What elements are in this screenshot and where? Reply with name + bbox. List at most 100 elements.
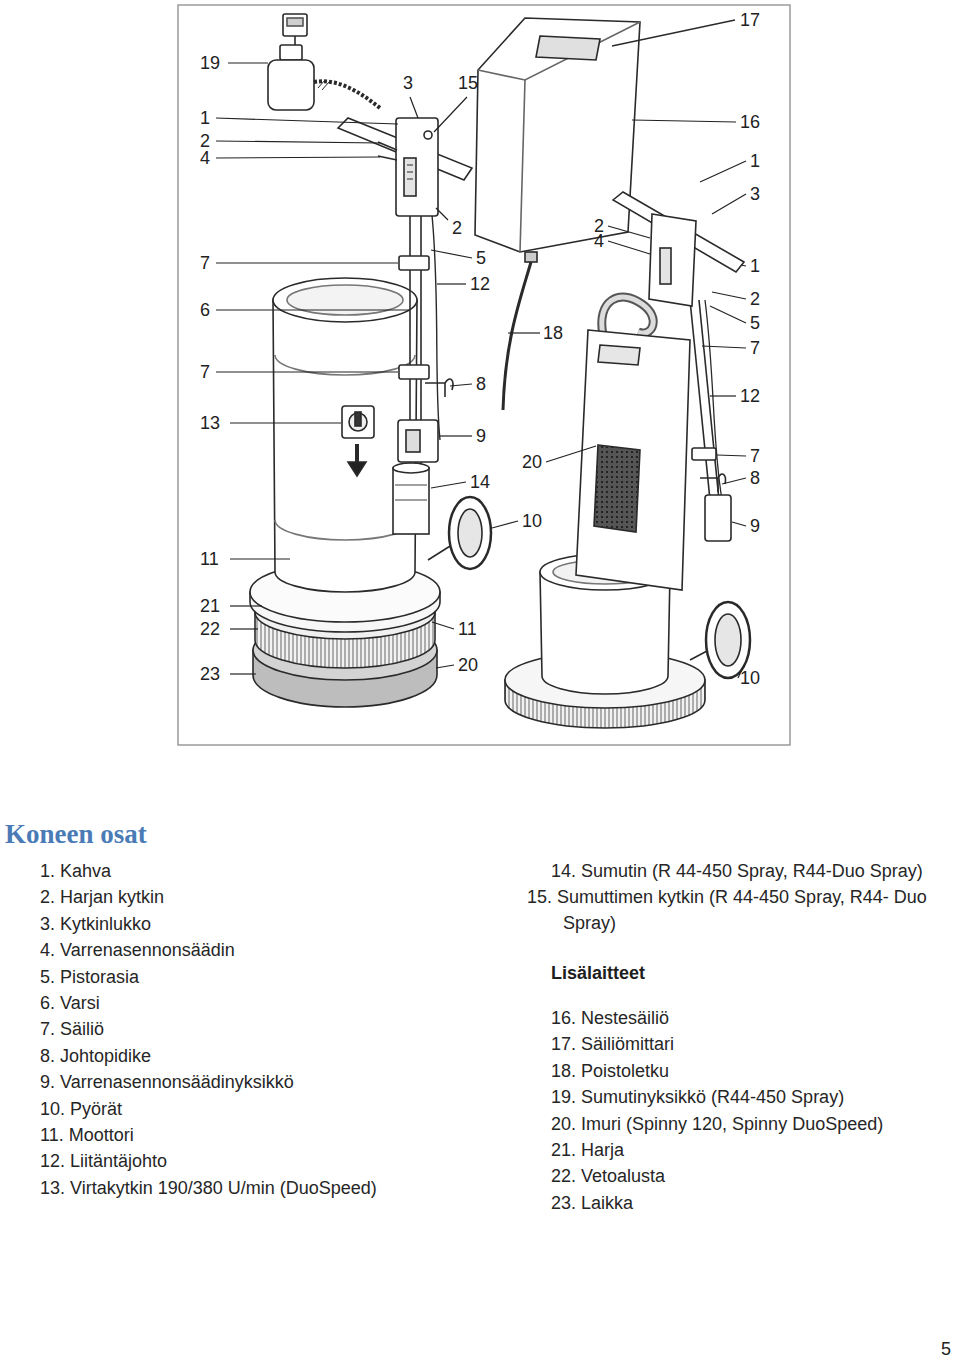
parts-list-item: 16. Nestesäiliö [551,1005,669,1031]
parts-list-item: 20. Imuri (Spinny 120, Spinny DuoSpeed) [551,1111,883,1137]
parts-list-item: 13. Virtakytkin 190/380 U/min (DuoSpeed) [40,1175,377,1201]
drawing-part [399,256,429,270]
callout-number: 1 [750,151,760,171]
drawing-part [722,478,746,484]
parts-list-item: 9. Varrenasennonsäädinyksikkö [40,1069,294,1095]
callout-number: 11 [200,549,219,569]
drawing-part [706,602,750,678]
drawing-part [608,226,650,238]
drawing-part [216,262,398,263]
drawing-part [602,297,654,335]
drawing-part [230,628,258,629]
drawing-part [700,161,746,182]
callout-number: 4 [594,231,604,251]
drawing-part [355,444,359,462]
drawing-part [717,455,746,456]
callout-number: 15 [458,73,478,93]
drawing-part [230,558,290,559]
drawing-part [692,448,716,460]
drawing-part [732,522,746,526]
drawing-part [608,241,650,254]
drawing-part [602,297,654,335]
drawing-part [710,306,746,323]
drawing-part [396,118,438,216]
drawing-part [702,346,746,348]
callout-number: 12 [470,274,490,294]
drawing-part [458,509,482,557]
section-title: Koneen osat [5,818,147,850]
drawing-part [342,406,374,438]
drawing-part [546,446,596,462]
drawing-part [216,157,380,158]
drawing-part [407,165,413,166]
drawing-part [378,142,397,160]
page-number: 5 [941,1338,951,1360]
callout-number: 9 [750,516,760,536]
callout-number: 9 [476,426,486,446]
drawing-part [395,484,427,486]
parts-list-item: 14. Sumutin (R 44-450 Spray, R44-Duo Spr… [551,858,923,884]
callout-number: 3 [750,184,760,204]
parts-list-item: 11. Moottori [40,1122,134,1148]
drawing-part [536,36,600,60]
drawing-part [404,158,416,196]
drawing-part [598,345,640,365]
parts-list-item: 3. Kytkinlukko [40,911,151,937]
drawing-part [230,673,256,674]
drawing-part [436,208,448,220]
parts-list-item: 7. Säiliö [40,1016,104,1042]
callout-number: 20 [458,655,478,675]
drawing-part [632,120,736,122]
drawing-part [393,468,429,534]
drawing-part [612,20,735,46]
callout-number: 14 [470,472,490,492]
callout-number: 4 [200,148,210,168]
callout-number: 23 [200,664,220,684]
callout-number: 12 [740,386,760,406]
drawing-part [407,179,413,180]
drawing-part [268,60,314,110]
parts-list-item: 22. Vetoalusta [551,1163,665,1189]
callout-number: 18 [543,323,563,343]
drawing-part [649,214,696,306]
parts-list-item: 15. Sumuttimen kytkin (R 44-450 Spray, R… [527,884,955,936]
drawing-part [436,665,454,668]
parts-list-item: 2. Harjan kytkin [40,884,164,910]
drawing-part [395,499,427,501]
drawing-part [440,435,472,436]
callout-number: 8 [476,374,486,394]
drawing-part [322,82,329,90]
callout-number: 7 [750,446,760,466]
drawing-part [594,445,640,532]
parts-list-item: 23. Laikka [551,1190,633,1216]
drawing-part [216,141,380,143]
drawing-part [741,265,746,266]
parts-list-item: 10. Pyörät [40,1096,122,1122]
drawing-part [660,248,671,284]
parts-list-item: 17. Säiliömittari [551,1031,674,1057]
drawing-part [314,81,380,108]
parts-list-item: 4. Varrenasennonsäädin [40,937,235,963]
drawing-part [398,420,438,462]
drawing-part [230,422,341,423]
drawing-part [273,278,417,322]
callout-number: 6 [200,300,210,320]
drawing-part [287,18,303,26]
parts-list-item: 8. Johtopidike [40,1043,151,1069]
callout-number: 20 [522,452,542,472]
callout-number: 7 [200,362,210,382]
callout-number: 10 [740,668,760,688]
right-machine [475,18,750,728]
drawing-part [503,262,531,410]
callout-number: 19 [200,53,220,73]
drawing-part [230,605,262,606]
left-machine [250,14,491,707]
drawing-part [407,172,413,173]
list-subheading: Lisälaitteet [551,960,645,986]
drawing-part [216,309,409,310]
leader-lines [216,63,746,678]
callout-number: 13 [200,413,220,433]
drawing-part [280,45,302,60]
drawing-part [425,379,453,397]
